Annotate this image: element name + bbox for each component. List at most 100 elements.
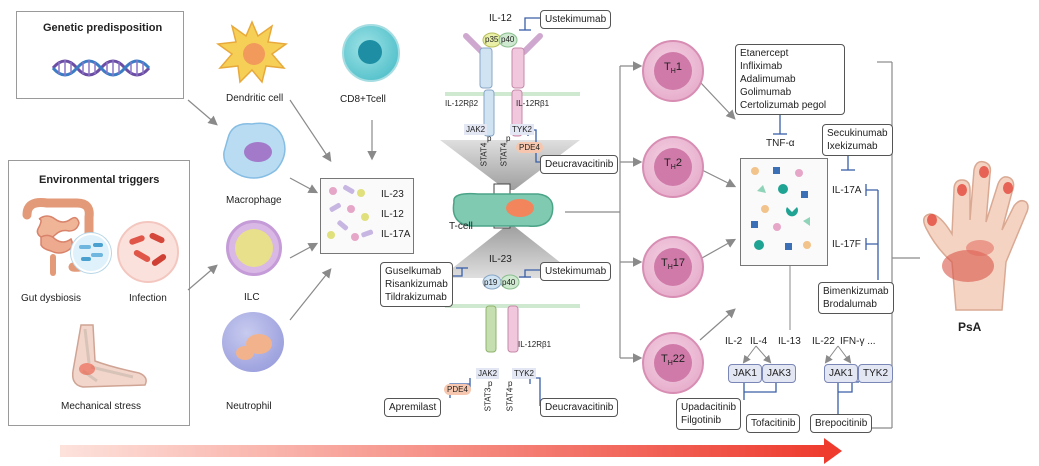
dendritic-cell-label: Dendritic cell xyxy=(226,93,284,104)
il12-label: IL-12 xyxy=(489,13,512,24)
il12rb2-label: IL-12Rβ2 xyxy=(445,99,479,108)
cd8-tcell-label: CD8+Tcell xyxy=(340,94,386,105)
cytokine-ifng: IFN-γ ... xyxy=(840,336,876,347)
foot-icon xyxy=(71,324,147,388)
jak1-inhibitors-box: Upadacitinib Filgotinib xyxy=(676,398,742,430)
tcell-label: T-cell xyxy=(449,221,473,232)
tnf-inhibitors-box: Etanercept Infliximab Adalimumab Golimum… xyxy=(735,44,845,115)
cytokine-il13: IL-13 xyxy=(778,336,801,347)
cd8-tcell-icon xyxy=(342,24,400,82)
gut-dysbiosis-label: Gut dysbiosis xyxy=(21,293,82,304)
genetic-predisposition-panel: Genetic predisposition xyxy=(16,11,184,99)
ustekinumab-top-box: Ustekimumab xyxy=(540,10,612,29)
dendritic-cell-icon xyxy=(215,20,289,84)
stat4-left-label: STAT4 xyxy=(479,142,489,167)
adalimumab-label: Adalimumab xyxy=(740,74,796,85)
macrophage-icon xyxy=(223,122,286,179)
cytokine-il23: IL-23 xyxy=(381,189,404,200)
secukinumab-label: Secukinumab xyxy=(827,128,888,139)
il23-antibodies-box: Guselkumab Risankizumab Tildrakizumab xyxy=(380,262,453,307)
ilc-icon xyxy=(226,220,282,276)
psoriatic-hand-icon xyxy=(923,160,1029,311)
cytokine-il12: IL-12 xyxy=(381,209,404,220)
bacteria-zoom-icon xyxy=(71,233,111,273)
infection-label: Infection xyxy=(129,293,167,304)
tildrakizumab-label: Tildrakizumab xyxy=(385,292,447,303)
ilc-label: ILC xyxy=(244,292,260,303)
il12rb1-label: IL-12Rβ1 xyxy=(516,99,550,108)
p35-label: p35 xyxy=(485,35,499,44)
mediator-particles-icon xyxy=(751,167,811,250)
deucravacitinib-bottom-box: Deucravacitinib xyxy=(540,398,619,417)
il17-dual-inhibitors-box: Bimenkizumab Brodalumab xyxy=(818,282,894,314)
deucravacitinib-top-box: Deucravacitinib xyxy=(540,155,619,174)
mediator-box xyxy=(740,158,828,266)
certolizumab-label: Certolizumab pegol xyxy=(740,100,827,111)
brepocitinib-box: Brepocitinib xyxy=(810,414,873,433)
golimumab-label: Golimumab xyxy=(740,87,792,98)
jak1-left-box: JAK1 xyxy=(728,364,762,383)
cytokine-il4: IL-4 xyxy=(750,336,768,347)
il23-receptor-icon xyxy=(482,274,520,353)
th-cell-2: TH17 xyxy=(642,236,704,298)
macrophage-label: Macrophage xyxy=(226,195,282,206)
neutrophil-icon xyxy=(222,312,284,372)
phospho-bottom-right: p xyxy=(508,379,513,388)
upadacitinib-label: Upadacitinib xyxy=(681,402,737,413)
ustekinumab-bottom-box: Ustekimumab xyxy=(540,262,612,281)
p40-bottom-label: p40 xyxy=(502,278,516,287)
th-cell-label-1: TH2 xyxy=(664,157,682,172)
p19-label: p19 xyxy=(484,278,498,287)
tnf-alpha-label: TNF-α xyxy=(766,138,795,149)
th-cell-0: TH1 xyxy=(642,40,704,102)
stat4-bottom-label: STAT4 xyxy=(505,387,515,412)
jak2-label: JAK2 xyxy=(464,124,488,135)
cytokine-particles-icon xyxy=(327,185,374,241)
etanercept-label: Etanercept xyxy=(740,48,789,59)
jak1-right-box: JAK1 xyxy=(824,364,858,383)
bimenkizumab-label: Bimenkizumab xyxy=(823,286,889,297)
il12-receptor-icon xyxy=(463,32,543,137)
risankizumab-label: Risankizumab xyxy=(385,279,448,290)
th-cell-label-2: TH17 xyxy=(660,257,686,272)
stat3-label: STAT3 xyxy=(483,387,493,412)
p40-label: p40 xyxy=(501,35,515,44)
ixekizumab-label: Ixekizumab xyxy=(827,141,878,152)
th-cell-label-0: TH1 xyxy=(664,61,682,76)
cytokine-il2: IL-2 xyxy=(725,336,743,347)
filgotinib-label: Filgotinib xyxy=(681,415,722,426)
phospho-right: p xyxy=(506,134,511,143)
il17a-inhibitors-box: Secukinumab Ixekizumab xyxy=(822,124,893,156)
tcell-icon xyxy=(452,192,554,227)
jak2-bottom-label: JAK2 xyxy=(476,368,500,379)
neutrophil-label: Neutrophil xyxy=(226,401,272,412)
th-cell-3: TH22 xyxy=(642,332,704,394)
stat4-right-label: STAT4 xyxy=(499,142,509,167)
mechanical-stress-label: Mechanical stress xyxy=(61,401,142,412)
phospho-bottom-left: p xyxy=(488,379,493,388)
pde4-bottom-label: PDE4 xyxy=(444,384,471,395)
environmental-triggers-title: Environmental triggers xyxy=(39,174,160,186)
guselkumab-label: Guselkumab xyxy=(385,266,442,277)
dna-icon xyxy=(51,59,151,77)
il17f-label: IL-17F xyxy=(832,239,861,250)
jak3-box: JAK3 xyxy=(762,364,796,383)
infection-icon xyxy=(117,221,179,283)
cytokine-box: IL-23 IL-12 IL-17A xyxy=(320,178,414,254)
environmental-triggers-panel: Environmental triggers Gut dysbiosis Inf… xyxy=(8,160,190,426)
th-cell-label-3: TH22 xyxy=(660,353,686,368)
il23-label: IL-23 xyxy=(489,254,512,265)
il12rb1-bottom-label: IL-12Rβ1 xyxy=(518,340,552,349)
phospho-left: p xyxy=(487,134,492,143)
apremilast-box: Apremilast xyxy=(384,398,442,417)
brodalumab-label: Brodalumab xyxy=(823,299,877,310)
psa-label: PsA xyxy=(958,320,982,334)
tofacitinib-box: Tofacitinib xyxy=(746,414,801,433)
tyk2-bottom-label: TYK2 xyxy=(512,368,537,379)
infliximab-label: Infliximab xyxy=(740,61,783,72)
cytokine-il22: IL-22 xyxy=(812,336,835,347)
il17a-label: IL-17A xyxy=(832,185,862,196)
cytokine-il17a: IL-17A xyxy=(381,229,411,240)
th-cell-1: TH2 xyxy=(642,136,704,198)
genetic-predisposition-title: Genetic predisposition xyxy=(43,22,163,34)
